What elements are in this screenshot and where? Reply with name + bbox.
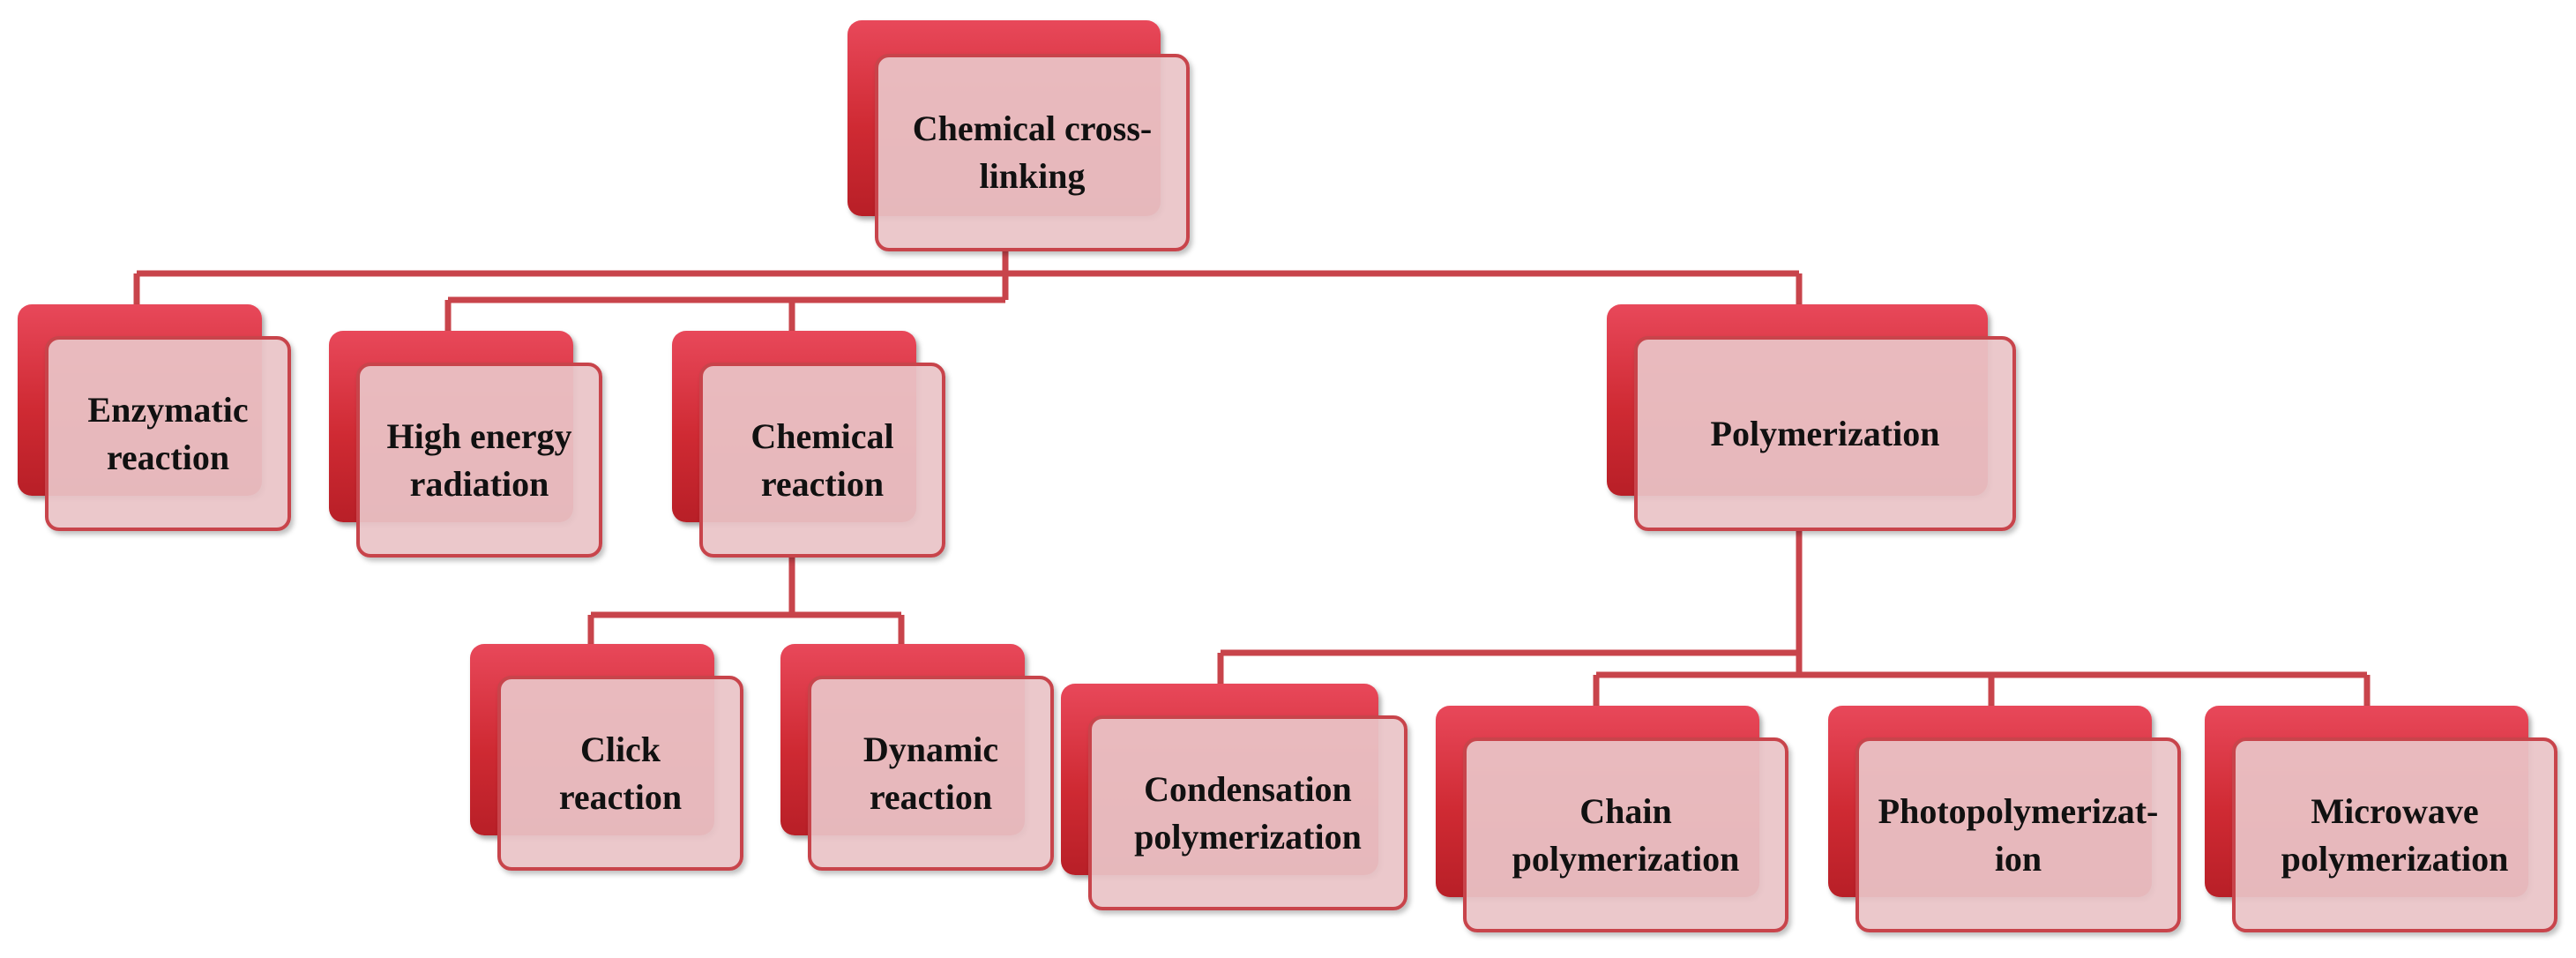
node-click-reaction: Click reaction: [470, 644, 743, 871]
node-label: Condensation polymerization: [1134, 768, 1362, 857]
node-label: Dynamic reaction: [862, 729, 999, 817]
node-label: Polymerization: [1710, 413, 1940, 453]
node-label: Microwave polymerization: [2281, 790, 2509, 879]
node-front-box: Microwave polymerization: [2232, 737, 2557, 932]
node-chemical-cross-linking: Chemical cross- linking: [847, 20, 1190, 251]
node-enzymatic-reaction: Enzymatic reaction: [18, 304, 291, 531]
node-chemical-reaction: Chemical reaction: [672, 331, 945, 558]
node-label: Chain polymerization: [1512, 790, 1740, 879]
node-label: Chemical reaction: [750, 415, 894, 504]
node-chain-polymerization: Chain polymerization: [1436, 706, 1788, 932]
node-front-box: Enzymatic reaction: [45, 336, 291, 531]
node-front-box: Click reaction: [497, 676, 743, 871]
node-condensation-polymerization: Condensation polymerization: [1061, 684, 1407, 910]
node-high-energy-radiation: High energy radiation: [329, 331, 602, 558]
node-label: Chemical cross- linking: [912, 109, 1153, 196]
node-photopolymerization: Photopolymerizat- ion: [1828, 706, 2181, 932]
node-front-box: Polymerization: [1634, 336, 2016, 531]
node-label: Enzymatic reaction: [87, 389, 249, 477]
node-front-box: Photopolymerizat- ion: [1855, 737, 2181, 932]
node-label: Click reaction: [558, 729, 683, 817]
node-front-box: Condensation polymerization: [1088, 715, 1407, 910]
node-front-box: High energy radiation: [356, 363, 602, 558]
node-microwave-polymerization: Microwave polymerization: [2205, 706, 2557, 932]
node-label: High energy radiation: [386, 415, 572, 504]
node-front-box: Dynamic reaction: [808, 676, 1054, 871]
node-polymerization: Polymerization: [1607, 304, 2016, 531]
node-front-box: Chemical reaction: [699, 363, 945, 558]
node-label: Photopolymerizat- ion: [1878, 790, 2159, 879]
node-front-box: Chain polymerization: [1463, 737, 1788, 932]
node-dynamic-reaction: Dynamic reaction: [780, 644, 1054, 871]
node-front-box: Chemical cross- linking: [875, 54, 1190, 251]
